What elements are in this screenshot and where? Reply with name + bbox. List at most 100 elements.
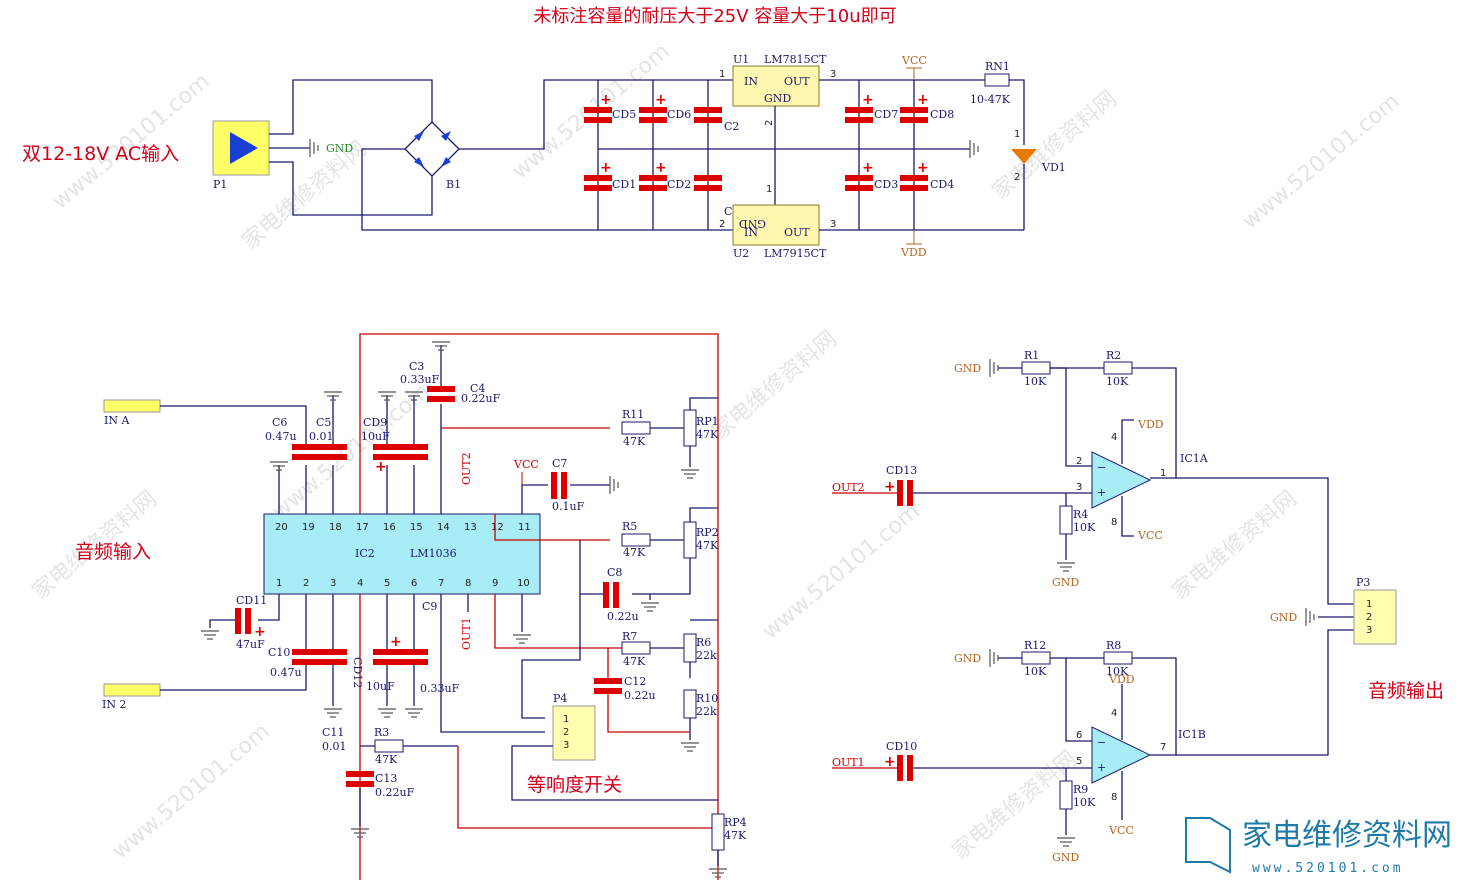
ic1a-opamp — [1091, 451, 1152, 509]
svg-text:17: 17 — [356, 522, 369, 533]
cd9-ref-label: CD9 — [363, 416, 387, 429]
svg-text:18: 18 — [329, 522, 342, 533]
c8-ref-label: C8 — [607, 566, 622, 579]
c3-value-label: 0.33uF — [400, 373, 440, 386]
r1-ref-label: R1 — [1024, 349, 1039, 362]
ic1b-vcc-label: VCC — [1108, 824, 1134, 837]
svg-text:+: + — [254, 624, 266, 640]
audio-input-label: 音频输入 — [75, 541, 151, 563]
svg-text:20: 20 — [275, 522, 288, 533]
svg-text:−: − — [1097, 461, 1106, 474]
vdd-label: VDD — [900, 246, 927, 259]
svg-text:+: + — [390, 634, 402, 650]
loudness-switch-label: 等响度开关 — [527, 774, 622, 796]
svg-text:+: + — [655, 160, 667, 176]
c5-value-label: 0.01 — [309, 430, 334, 443]
p4-label: P4 — [553, 692, 567, 705]
svg-text:+: + — [917, 160, 929, 176]
rp1-value-label: 47K — [696, 428, 719, 441]
r10-ref-label: R10 — [696, 692, 718, 705]
gnd-label: GND — [326, 142, 353, 155]
c8-value-label: 0.22u — [607, 610, 639, 623]
rp4-ref-label: RP4 — [724, 816, 747, 829]
svg-text:1: 1 — [1014, 129, 1020, 140]
r11-resistor — [621, 421, 651, 435]
r10-value-label: 22k — [696, 705, 717, 718]
svg-text:19: 19 — [302, 522, 315, 533]
cd12-ref-label: CD12 — [351, 657, 364, 688]
svg-text:3: 3 — [830, 219, 836, 230]
c7-ref-label: C7 — [552, 457, 567, 470]
rn1-resistor — [984, 73, 1010, 87]
c13-ref-label: C13 — [375, 772, 397, 785]
cd7-label: CD7 — [874, 108, 898, 121]
r9-value-label: 10K — [1073, 796, 1096, 809]
svg-text:2: 2 — [764, 120, 775, 126]
svg-text:9: 9 — [492, 578, 498, 589]
r12-ref-label: R12 — [1024, 639, 1046, 652]
r8-resistor — [1103, 651, 1133, 665]
p4-switch — [552, 705, 596, 761]
ic1a-label: IC1A — [1180, 452, 1209, 465]
svg-text:1: 1 — [1366, 599, 1372, 610]
c12-value-label: 0.22u — [624, 689, 656, 702]
u2-gnd-label: GND — [739, 217, 766, 230]
gnd-label-r9: GND — [1052, 851, 1079, 864]
c12-ref-label: C12 — [624, 675, 646, 688]
site-logo: 家电维修资料网 www.520101.com — [1185, 817, 1452, 876]
r11-value-label: 47K — [623, 435, 646, 448]
u1-regulator — [732, 65, 820, 107]
c4-ref-label: C4 — [470, 382, 485, 395]
svg-text:4: 4 — [357, 578, 363, 589]
tone-control-section: 音频输入 IN A IN 2 IC2 LM1036 20 19 18 17 16… — [75, 333, 747, 880]
u2-out-label: OUT — [784, 226, 810, 239]
u1-gnd-label: GND — [764, 92, 791, 105]
svg-text:3: 3 — [1076, 482, 1082, 493]
svg-text:13: 13 — [464, 522, 477, 533]
in-a-label: IN A — [104, 414, 130, 427]
ic1b-vdd-label: VDD — [1108, 673, 1135, 686]
gnd-label-r12: GND — [954, 652, 981, 665]
cd2-label: CD2 — [667, 178, 691, 191]
svg-text:2: 2 — [563, 727, 569, 738]
u2-regulator — [732, 204, 820, 246]
svg-text:1: 1 — [1160, 468, 1166, 479]
ic1a-vcc-label: VCC — [1137, 529, 1163, 542]
svg-text:10: 10 — [517, 578, 530, 589]
p3-label: P3 — [1356, 576, 1370, 589]
r4-value-label: 10K — [1073, 521, 1096, 534]
audio-output-label: 音频输出 — [1368, 680, 1444, 702]
r6-resistor — [683, 633, 697, 663]
rn1-ref-label: RN1 — [985, 60, 1010, 73]
ic1b-label: IC1B — [1178, 728, 1206, 741]
r5-resistor — [621, 533, 651, 547]
svg-text:14: 14 — [437, 522, 450, 533]
gnd-label-p3: GND — [1270, 611, 1297, 624]
c2-label: C2 — [724, 120, 739, 133]
rp2-ref-label: RP2 — [696, 526, 719, 539]
svg-text:2: 2 — [719, 219, 725, 230]
in-2-label: IN 2 — [102, 698, 126, 711]
out1-label: OUT1 — [460, 617, 473, 650]
r2-ref-label: R2 — [1106, 349, 1121, 362]
cd11-value-label: 47uF — [236, 638, 265, 651]
svg-text:7: 7 — [1160, 742, 1166, 753]
svg-text:+: + — [862, 160, 874, 176]
u1-in-label: IN — [744, 75, 758, 88]
gnd-label-r1: GND — [954, 362, 981, 375]
r5-ref-label: R5 — [622, 520, 637, 533]
svg-text:+: + — [655, 92, 667, 108]
led-vd1-icon — [1012, 150, 1036, 164]
r4-ref-label: R4 — [1073, 508, 1088, 521]
c6-value-label: 0.47u — [265, 430, 297, 443]
svg-text:6: 6 — [1076, 730, 1082, 741]
svg-text:2: 2 — [1076, 456, 1082, 467]
rp4-potentiometer — [711, 813, 725, 851]
rp2-potentiometer — [683, 521, 697, 559]
rp1-ref-label: RP1 — [696, 415, 719, 428]
ic2-part-label: LM1036 — [410, 547, 457, 560]
ic1a-vdd-label: VDD — [1137, 418, 1164, 431]
svg-text:5: 5 — [384, 578, 390, 589]
u2-in-label: IN — [744, 226, 758, 239]
ic2-top-pin-numbers: 20 19 18 17 16 15 14 13 12 11 — [275, 522, 531, 533]
